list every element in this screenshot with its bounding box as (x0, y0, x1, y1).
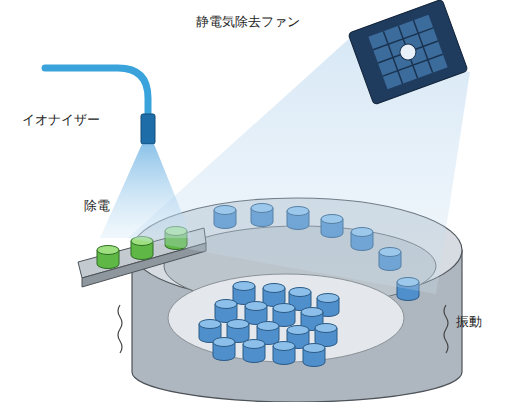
vibration-mark (444, 305, 448, 353)
parts-pile (199, 282, 339, 367)
ionizer-nozzle (141, 114, 155, 144)
part-label: 除電 (84, 198, 110, 214)
part-label: 振動 (456, 314, 482, 330)
vibration-mark (118, 305, 122, 353)
ion-spray (100, 144, 192, 238)
part-label: イオナイザー (22, 112, 100, 128)
static-removal-fan (348, 0, 468, 105)
part-label: 静電気除去ファン (196, 14, 300, 30)
ionizer-hose (45, 68, 148, 118)
